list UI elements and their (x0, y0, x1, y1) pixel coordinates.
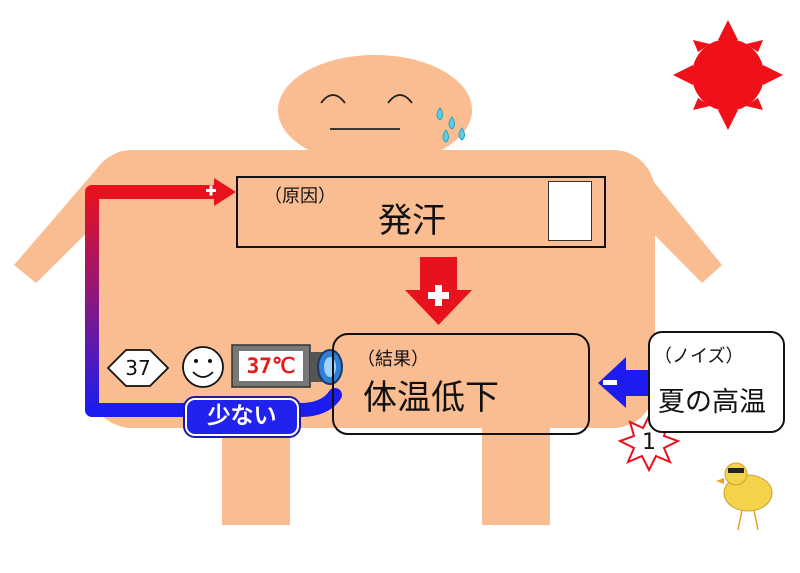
thermometer-reading: 37℃ (239, 351, 303, 381)
result-label: 体温低下 (363, 378, 499, 418)
badge-37-shape (106, 349, 170, 387)
sun-icon (673, 20, 783, 130)
chick-icon (716, 462, 773, 531)
left-eye (320, 94, 346, 104)
result-box (332, 333, 590, 435)
right-leg (482, 420, 550, 525)
result-tag: （結果） (357, 349, 429, 370)
cause-to-result-arrow (405, 257, 472, 325)
cause-tag: （原因） (264, 186, 336, 207)
noise-label: 夏の高温 (658, 387, 766, 418)
feedback-label-pill: 少ない (185, 398, 299, 436)
plus-marker-loop (201, 185, 221, 199)
head (278, 55, 472, 165)
cause-label: 発汗 (378, 201, 446, 241)
badge-1-label: 1 (642, 430, 656, 455)
right-arm (620, 165, 722, 283)
body-figure (14, 55, 722, 525)
feedback-loop-arrow (85, 185, 215, 410)
noise-tag: （ノイズ） (654, 346, 744, 367)
sweat-drops-icon (436, 107, 465, 143)
face (320, 94, 413, 130)
left-leg (222, 420, 290, 525)
right-eye (387, 94, 413, 104)
badge-37-label: 37 (125, 356, 151, 380)
noise-box (648, 331, 785, 433)
cause-box (236, 176, 606, 248)
smiley-icon (182, 346, 224, 388)
cause-placeholder-card (548, 181, 592, 241)
